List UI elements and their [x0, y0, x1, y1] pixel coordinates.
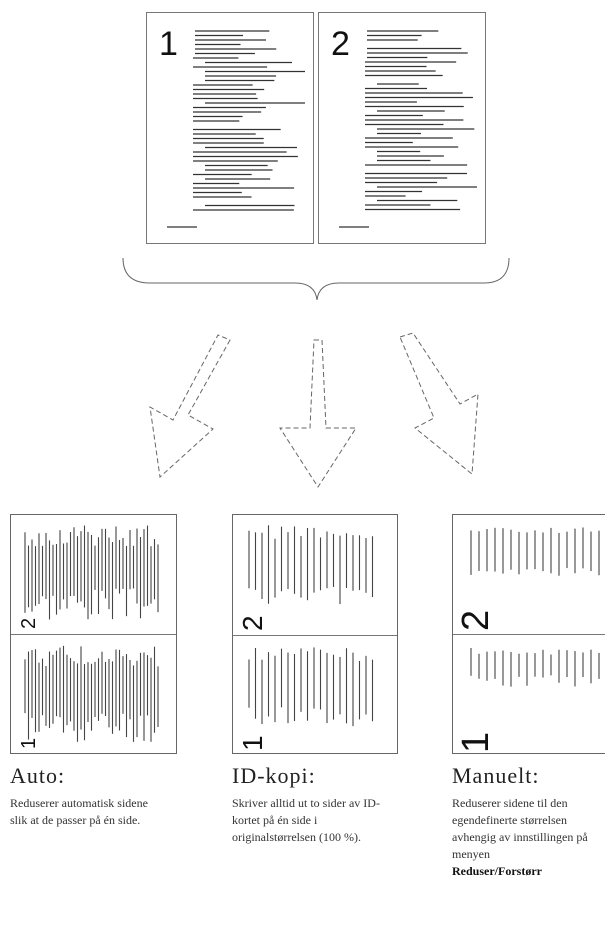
- output-page-auto: 2 1: [10, 514, 177, 754]
- output-page-number: 1: [455, 731, 497, 753]
- mode-title-auto: Auto:: [10, 763, 66, 788]
- output-page-number: 2: [237, 615, 268, 631]
- page-divider: [11, 634, 176, 635]
- arrow-to-id-copy: [279, 339, 357, 488]
- mode-title-manual: Manuelt:: [452, 763, 540, 788]
- arrow-to-auto: [149, 334, 231, 479]
- mode-description-manual: Reduserer sidene til den egendefinerte s…: [452, 796, 588, 861]
- output-page-number: 1: [237, 735, 268, 751]
- output-page-number: 1: [18, 737, 40, 749]
- output-id-copy-lines: [248, 525, 374, 727]
- grouping-brace: [122, 257, 510, 301]
- output-auto-lines: [24, 525, 159, 742]
- page-divider: [233, 635, 397, 636]
- source-page-text-lines: [339, 30, 477, 228]
- brace-and-arrows: [122, 257, 510, 488]
- page-divider: [453, 634, 605, 635]
- source-page-2: 2: [318, 12, 486, 244]
- output-page-manual: 2 1: [452, 514, 605, 754]
- arrow-to-manual: [399, 332, 479, 475]
- mode-description-auto: Reduserer automatisk sidene slik at de p…: [10, 796, 148, 827]
- output-page-number: 2: [18, 617, 40, 629]
- source-page-1: 1: [146, 12, 314, 244]
- source-page-number: 1: [159, 25, 178, 63]
- output-manual-lines: [470, 527, 600, 687]
- menu-name: Reduser/Forstørr: [452, 864, 542, 878]
- mode-description-id-copy: Skriver alltid ut to sider av ID-kortet …: [232, 796, 380, 844]
- source-page-number: 2: [331, 25, 350, 63]
- output-page-id-copy: 2 1: [232, 514, 398, 754]
- output-page-number: 2: [455, 609, 497, 631]
- mode-description-manual-wrap: Reduserer sidene til den egendefinerte s…: [452, 795, 602, 880]
- mode-title-id-copy: ID-kopi:: [232, 763, 316, 788]
- source-page-text-lines: [167, 30, 305, 228]
